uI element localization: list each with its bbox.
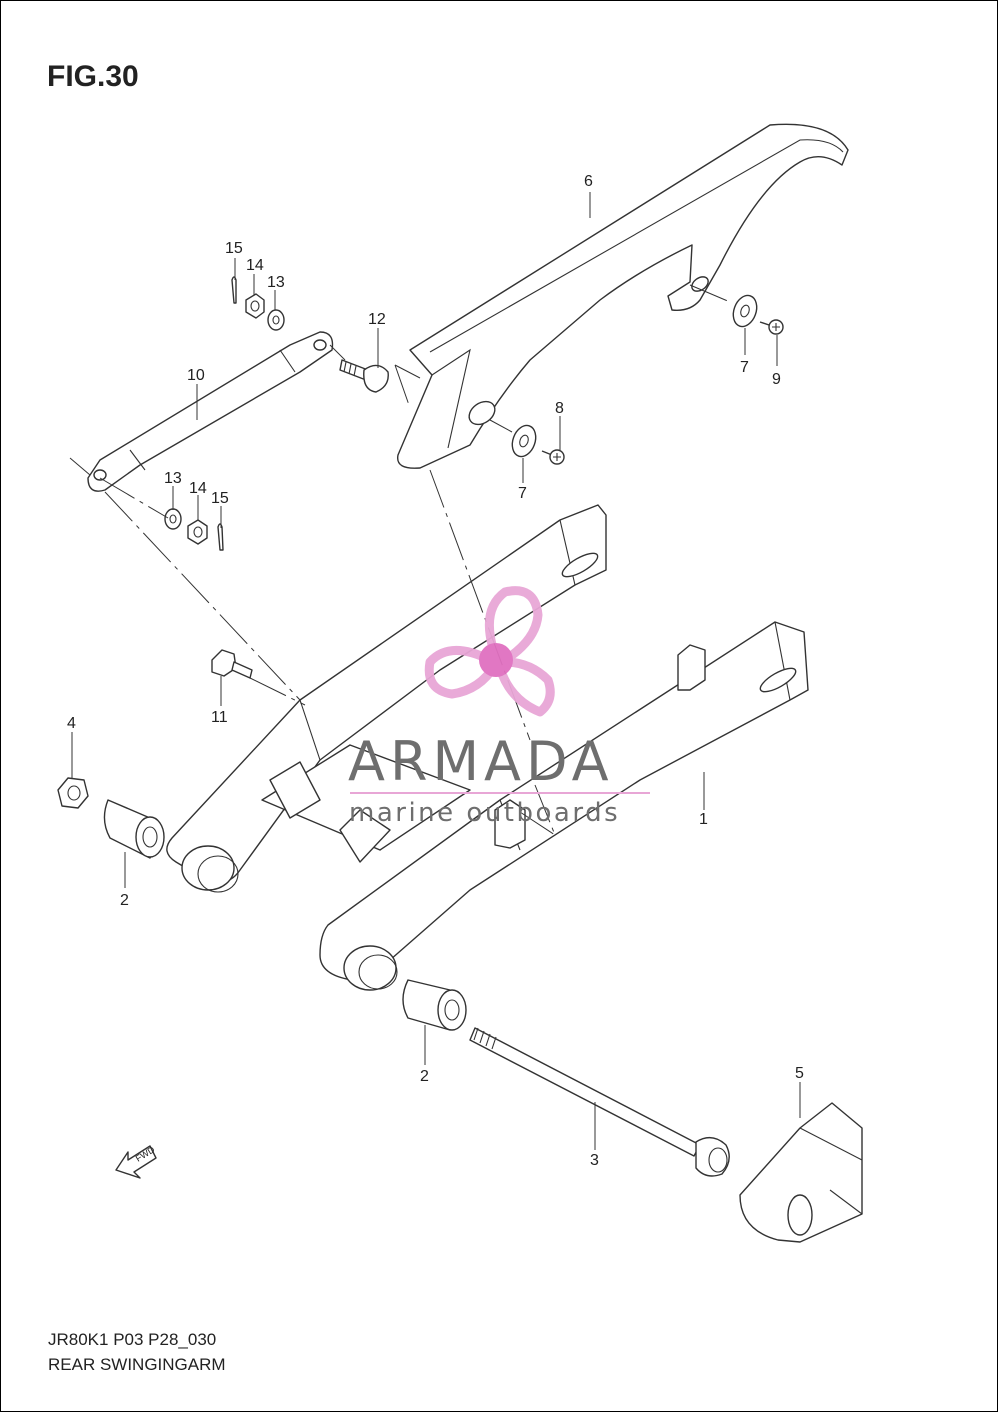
part-14-nut-upper bbox=[245, 293, 265, 319]
model-code: JR80K1 P03 P28_030 bbox=[48, 1330, 217, 1349]
callout-2-lower: 2 bbox=[420, 1068, 429, 1085]
watermark-brand: ARMADA bbox=[348, 730, 614, 793]
callout-6: 6 bbox=[584, 173, 593, 190]
callout-11: 11 bbox=[211, 709, 228, 726]
watermark-tagline: marine outboards bbox=[349, 798, 620, 828]
callout-13-upper: 13 bbox=[267, 274, 285, 291]
callout-7-lower: 7 bbox=[518, 485, 527, 502]
callout-5: 5 bbox=[795, 1065, 804, 1082]
callout-12: 12 bbox=[368, 311, 386, 328]
callout-8: 8 bbox=[555, 400, 564, 417]
part-11-bolt bbox=[211, 649, 253, 679]
part-2-bushing-upper bbox=[103, 799, 165, 859]
callout-9: 9 bbox=[772, 371, 781, 388]
part-6-chain-case bbox=[396, 123, 849, 469]
callout-3: 3 bbox=[590, 1152, 599, 1169]
propeller-logo-icon bbox=[424, 586, 555, 717]
callout-14-upper: 14 bbox=[246, 257, 264, 274]
part-5-chain-buffer bbox=[739, 1102, 863, 1243]
callout-15-upper: 15 bbox=[225, 240, 243, 257]
callout-4: 4 bbox=[67, 715, 76, 732]
part-3-pivot-shaft bbox=[469, 1027, 730, 1177]
callout-7-upper: 7 bbox=[740, 359, 749, 376]
part-9-screw bbox=[759, 319, 784, 335]
part-8-screw bbox=[541, 449, 565, 465]
watermark: ARMADA marine outboards bbox=[348, 586, 650, 828]
part-13-washer-upper bbox=[267, 309, 285, 331]
figure-title: FIG.30 bbox=[47, 60, 139, 93]
diagram-name: REAR SWINGINGARM bbox=[48, 1355, 226, 1374]
part-14-nut-lower bbox=[187, 519, 208, 545]
callout-10: 10 bbox=[187, 367, 205, 384]
callout-15-lower: 15 bbox=[211, 490, 229, 507]
part-4-nut bbox=[57, 777, 89, 809]
part-7-washer-lower bbox=[511, 424, 537, 458]
part-10-torque-link bbox=[87, 331, 334, 492]
part-2-bushing-lower bbox=[402, 979, 467, 1031]
callout-labels: 6 15 14 13 12 10 7 9 8 7 13 14 15 11 4 1… bbox=[67, 173, 804, 1169]
callout-2-upper: 2 bbox=[120, 892, 129, 909]
part-15-cotter-pin-upper bbox=[231, 276, 237, 304]
leader-lines bbox=[69, 192, 801, 1150]
callout-14-lower: 14 bbox=[189, 480, 207, 497]
part-12-bolt bbox=[339, 359, 389, 393]
callout-1: 1 bbox=[699, 811, 708, 828]
part-13-washer-lower bbox=[164, 508, 182, 530]
callout-13-lower: 13 bbox=[164, 470, 182, 487]
part-7-washer-upper bbox=[732, 294, 758, 328]
fwd-arrow-icon: FWD bbox=[115, 1144, 157, 1179]
